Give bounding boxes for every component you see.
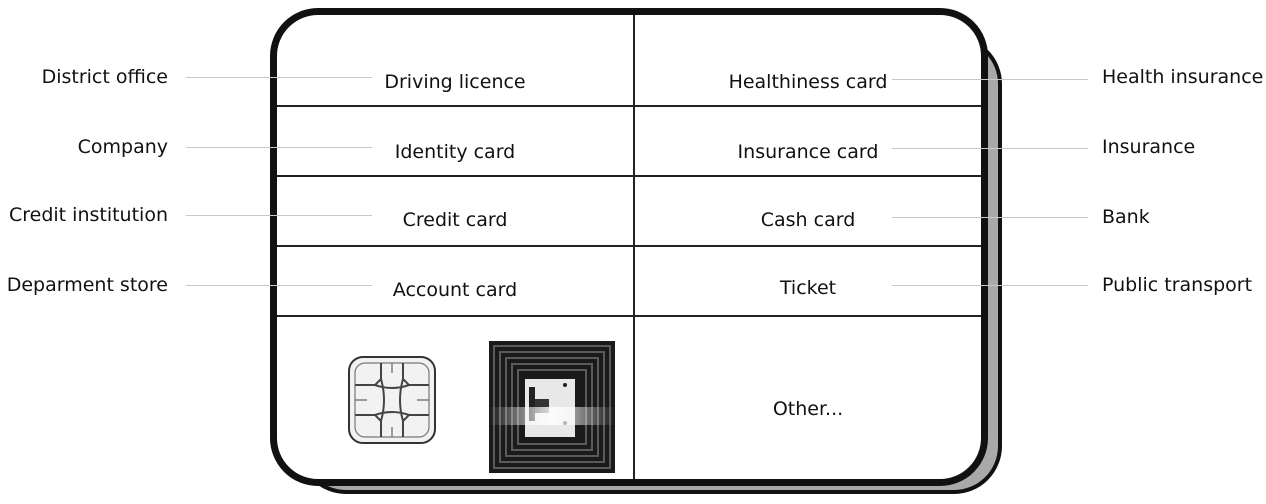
source-company: Company	[77, 136, 168, 158]
source-credit-institution: Credit institution	[8, 204, 168, 226]
source-department-store: Deparment store	[6, 274, 168, 296]
cell-driving-licence: Driving licence	[384, 71, 526, 93]
connector-line	[892, 217, 1088, 218]
source-public-transport: Public transport	[1102, 274, 1253, 296]
row-divider	[277, 175, 981, 177]
source-health-insurance: Health insurance	[1102, 66, 1264, 88]
cell-identity-card: Identity card	[394, 141, 516, 163]
source-insurance: Insurance	[1102, 136, 1196, 158]
contact-chip-icon	[348, 356, 436, 444]
source-district-office: District office	[41, 66, 168, 88]
row-divider	[277, 245, 981, 247]
column-divider	[633, 15, 635, 479]
cell-insurance-card: Insurance card	[737, 141, 879, 163]
smart-card: Driving licence Healthiness card Identit…	[270, 8, 988, 486]
row-divider	[277, 315, 981, 317]
cell-other: Other...	[772, 398, 844, 420]
cell-credit-card: Credit card	[402, 209, 508, 231]
cell-account-card: Account card	[392, 279, 518, 301]
connector-line	[892, 285, 1088, 286]
connector-line	[892, 79, 1088, 80]
row-divider	[277, 105, 981, 107]
connector-line	[186, 215, 372, 216]
source-bank: Bank	[1102, 206, 1150, 228]
cell-ticket: Ticket	[779, 277, 837, 299]
cell-cash-card: Cash card	[760, 209, 856, 231]
connector-line	[186, 285, 372, 286]
connector-line	[892, 148, 1088, 149]
connector-line	[186, 147, 372, 148]
cell-healthiness-card: Healthiness card	[728, 71, 888, 93]
connector-line	[186, 77, 372, 78]
rfid-antenna-icon	[489, 341, 615, 473]
